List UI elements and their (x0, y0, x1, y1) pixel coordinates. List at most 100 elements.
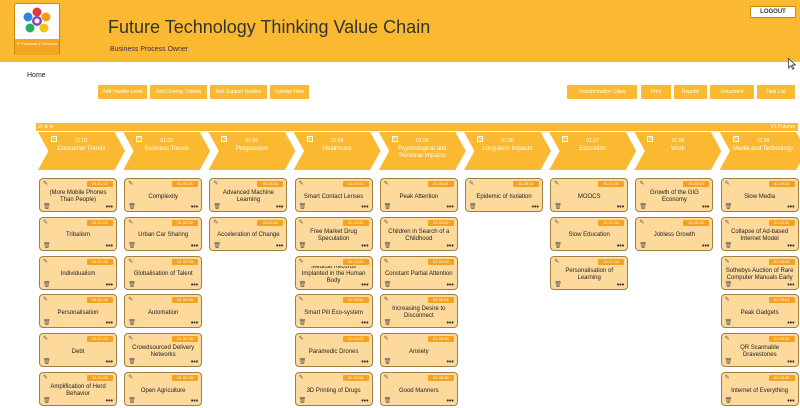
trash-icon[interactable]: 🗑 (383, 281, 392, 288)
more-options-icon[interactable]: ••• (190, 204, 199, 211)
strip-control-icons[interactable]: ☑ ⊕ ⊖ (38, 124, 54, 130)
trash-icon[interactable]: 🗑 (724, 281, 733, 288)
trash-icon[interactable]: 🗑 (724, 242, 733, 249)
edit-icon[interactable]: ✎ (128, 336, 134, 343)
trash-icon[interactable]: 🗑 (554, 281, 562, 288)
more-options-icon[interactable]: ••• (190, 242, 199, 250)
more-options-icon[interactable]: ••• (276, 204, 284, 211)
process-card[interactable]: ✎01.01.01(More Mobile Phones Than People… (39, 178, 117, 212)
edit-icon[interactable]: ✎ (221, 136, 228, 142)
trash-icon[interactable]: 🗑 (43, 398, 51, 404)
edit-icon[interactable]: ✎ (213, 181, 219, 187)
trash-icon[interactable]: 🗑 (43, 359, 51, 366)
edit-icon[interactable]: ✎ (383, 181, 389, 187)
more-options-icon[interactable]: ••• (361, 281, 369, 289)
more-options-icon[interactable]: ••• (446, 204, 454, 211)
edit-icon[interactable]: ✎ (128, 181, 134, 187)
overlay-filter-button[interactable]: Overlay Filter (270, 85, 309, 99)
edit-icon[interactable]: ✎ (43, 181, 49, 187)
edit-icon[interactable]: ✎ (128, 258, 134, 265)
trash-icon[interactable]: 🗑 (383, 204, 392, 210)
more-options-icon[interactable]: ••• (787, 359, 795, 367)
trash-icon[interactable]: 🗑 (469, 204, 477, 210)
edit-icon[interactable]: ✎ (724, 297, 730, 304)
add-support-section-button[interactable]: Add Support Section (210, 85, 267, 99)
more-options-icon[interactable]: ••• (787, 204, 795, 211)
more-options-icon[interactable]: ••• (361, 359, 369, 367)
more-options-icon[interactable]: ••• (105, 242, 113, 250)
edit-icon[interactable]: ✎ (43, 219, 49, 226)
reports-button[interactable]: Reports (674, 85, 707, 99)
more-options-icon[interactable]: ••• (446, 281, 454, 289)
more-options-icon[interactable]: ••• (702, 204, 710, 211)
edit-icon[interactable]: ✎ (562, 136, 569, 142)
edit-icon[interactable]: ✎ (732, 136, 739, 142)
more-options-icon[interactable]: ••• (105, 281, 113, 289)
edit-icon[interactable]: ✎ (383, 297, 389, 304)
edit-icon[interactable]: ✎ (554, 181, 560, 187)
edit-icon[interactable]: ✎ (128, 375, 134, 381)
trash-icon[interactable]: 🗑 (43, 320, 51, 327)
edit-icon[interactable]: ✎ (43, 336, 49, 343)
more-options-icon[interactable]: ••• (787, 242, 795, 250)
edit-icon[interactable]: ✎ (639, 219, 645, 226)
more-options-icon[interactable]: ••• (361, 204, 369, 211)
more-options-icon[interactable]: ••• (361, 398, 369, 405)
more-options-icon[interactable]: ••• (531, 204, 539, 211)
print-button[interactable]: Print (641, 85, 671, 99)
trash-icon[interactable]: 🗑 (724, 359, 733, 366)
edit-icon[interactable]: ✎ (43, 297, 49, 304)
more-options-icon[interactable]: ••• (190, 320, 199, 328)
more-options-icon[interactable]: ••• (616, 242, 625, 250)
edit-icon[interactable]: ✎ (298, 181, 304, 187)
add-overlay-criteria-button[interactable]: Add Overlay Criteria (150, 85, 207, 99)
add-header-level-button[interactable]: Add Header Level (98, 85, 147, 99)
edit-icon[interactable]: ✎ (477, 136, 483, 142)
more-options-icon[interactable]: ••• (190, 359, 199, 367)
more-options-icon[interactable]: ••• (105, 320, 113, 328)
edit-icon[interactable]: ✎ (298, 375, 304, 381)
more-options-icon[interactable]: ••• (616, 204, 625, 211)
edit-icon[interactable]: ✎ (298, 219, 304, 226)
edit-icon[interactable]: ✎ (554, 258, 560, 265)
edit-icon[interactable]: ✎ (724, 181, 730, 187)
edit-icon[interactable]: ✎ (298, 336, 304, 343)
trash-icon[interactable]: 🗑 (298, 242, 307, 249)
trash-icon[interactable]: 🗑 (43, 242, 51, 249)
trash-icon[interactable]: 🗑 (128, 204, 136, 210)
more-options-icon[interactable]: ••• (446, 398, 454, 405)
more-options-icon[interactable]: ••• (446, 242, 454, 250)
more-options-icon[interactable]: ••• (105, 398, 113, 405)
trash-icon[interactable]: 🗑 (298, 281, 307, 288)
more-options-icon[interactable]: ••• (616, 281, 625, 289)
trash-icon[interactable]: 🗑 (128, 398, 136, 404)
company-logo[interactable]: IT Products & Services (14, 3, 60, 55)
edit-icon[interactable]: ✎ (469, 181, 475, 187)
more-options-icon[interactable]: ••• (787, 281, 795, 289)
trash-icon[interactable]: 🗑 (724, 398, 733, 404)
